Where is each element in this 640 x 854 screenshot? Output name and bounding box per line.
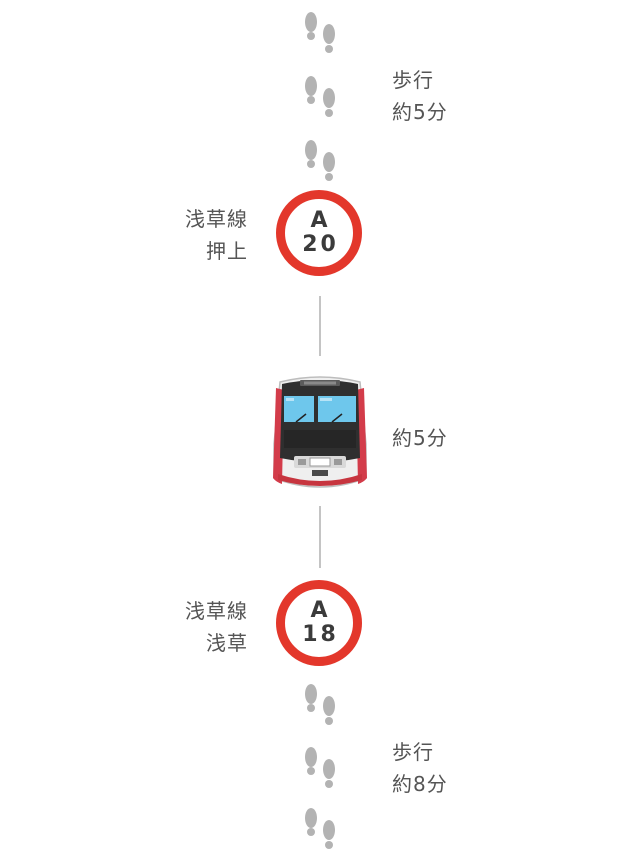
connector-line [319, 506, 321, 568]
footprints-icon [305, 684, 335, 725]
walk-time: 約5分 [392, 100, 448, 124]
station-number: 20 [302, 232, 339, 257]
footprints-icon [305, 747, 335, 788]
train-icon [273, 376, 367, 488]
start-station-name: 押上 [206, 239, 248, 263]
end-station-label: 浅草線 浅草 [185, 595, 248, 659]
line-letter: A [310, 598, 328, 623]
station-number: 18 [302, 622, 339, 647]
end-station-name: 浅草 [206, 631, 248, 655]
line-letter: A [310, 208, 328, 233]
walk-label: 歩行 [392, 740, 434, 764]
start-station-label: 浅草線 押上 [185, 203, 248, 267]
footprints-icon [305, 12, 335, 53]
footprints-icon [305, 808, 335, 849]
station-number-badge-start: A 20 [276, 190, 362, 276]
footprints-icon [305, 140, 335, 181]
walk-label: 歩行 [392, 68, 434, 92]
footprints-icon [305, 76, 335, 117]
ride-info: 約5分 [392, 422, 448, 454]
walk-time: 約8分 [392, 772, 448, 796]
end-line-name: 浅草線 [185, 599, 248, 623]
walk-to-start-info: 歩行 約5分 [392, 64, 448, 128]
connector-line [319, 296, 321, 356]
walk-to-end-info: 歩行 約8分 [392, 736, 448, 800]
start-line-name: 浅草線 [185, 207, 248, 231]
station-number-badge-end: A 18 [276, 580, 362, 666]
ride-time: 約5分 [392, 426, 448, 450]
